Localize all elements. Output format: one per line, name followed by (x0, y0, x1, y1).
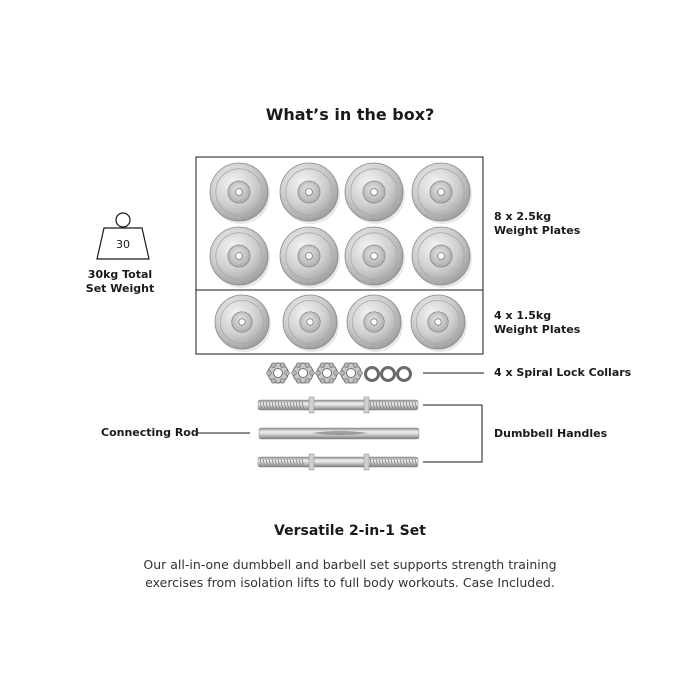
handles-bracket (423, 404, 483, 463)
plates-1-5kg-group (214, 294, 467, 352)
washer-2 (380, 366, 396, 382)
weight-icon: 30 (96, 212, 150, 260)
weight-icon-value: 30 (116, 238, 130, 251)
plate-2-5kg-4 (411, 162, 472, 224)
connecting-rod (258, 427, 420, 440)
dumbbell-handle-top (257, 396, 419, 414)
plate-2-5kg-7 (344, 226, 405, 288)
plate-2-5kg-3 (344, 162, 405, 224)
footer-title: Versatile 2-in-1 Set (274, 523, 426, 539)
washer-3 (396, 366, 412, 382)
connecting-rod-label: Connecting Rod (101, 426, 199, 439)
plate-2-5kg-2 (279, 162, 340, 224)
spiral-collars-group (266, 362, 412, 384)
page-title: What’s in the box? (265, 105, 435, 124)
spiral-collar-3 (315, 362, 339, 384)
footer-description: Our all-in-one dumbbell and barbell set … (143, 557, 557, 590)
plate-2-5kg-6 (279, 226, 340, 288)
spiral-collar-2 (291, 362, 315, 384)
dumbbell-handles-label: Dumbbell Handles (494, 427, 608, 440)
plate-1-5kg-1 (214, 294, 271, 352)
plate-1-5kg-2 (282, 294, 339, 352)
plate-2-5kg-8 (411, 226, 472, 288)
spiral-collar-1 (266, 362, 290, 384)
plate-1-5kg-4 (410, 294, 467, 352)
total-weight-label: 30kg Total Set Weight (85, 268, 155, 295)
plates-2-5kg-group (209, 162, 472, 288)
plate-2-5kg-5 (209, 226, 270, 288)
plates-2-5kg-label: 8 x 2.5kg Weight Plates (494, 210, 581, 237)
dumbbell-handle-bottom (257, 453, 419, 471)
collars-label: 4 x Spiral Lock Collars (494, 366, 632, 379)
plate-1-5kg-3 (346, 294, 403, 352)
plates-1-5kg-label: 4 x 1.5kg Weight Plates (494, 309, 581, 336)
plates-box (195, 156, 484, 355)
spiral-collar-4 (339, 362, 363, 384)
plate-2-5kg-1 (209, 162, 270, 224)
washer-1 (364, 366, 380, 382)
